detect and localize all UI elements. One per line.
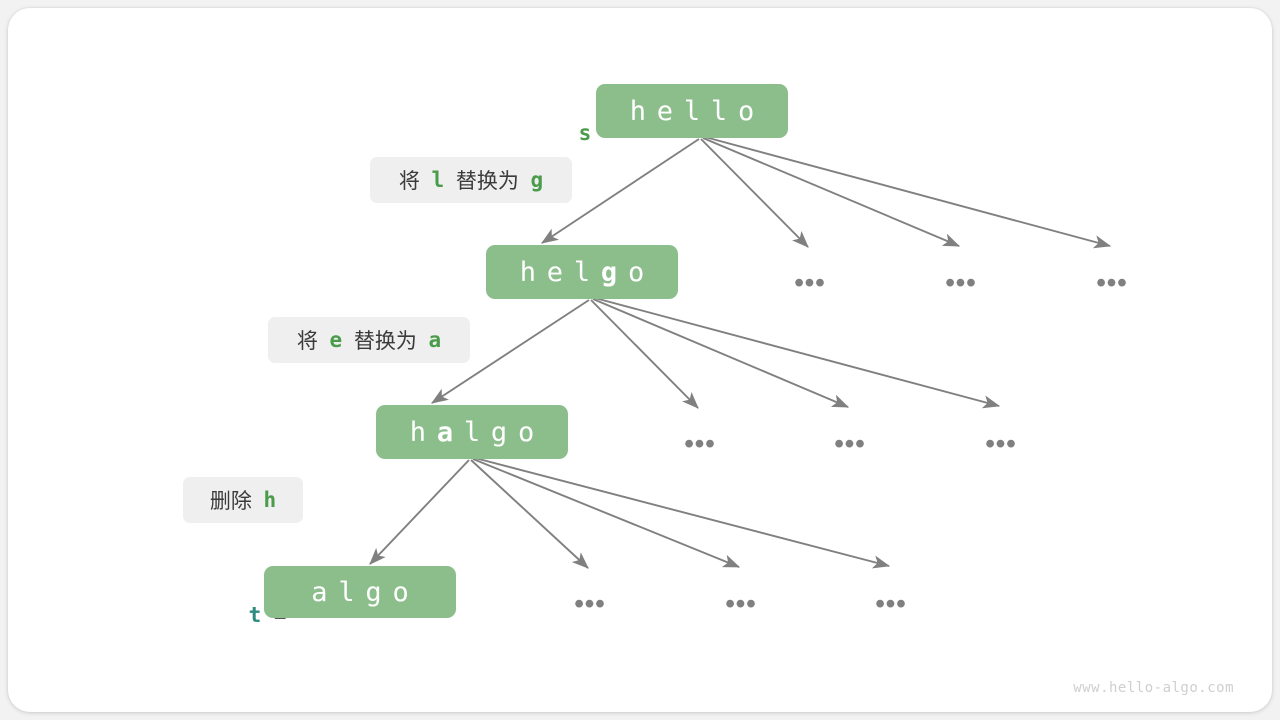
ellipsis-row2-1: ••• bbox=[684, 428, 716, 459]
ellipsis-row1-3: ••• bbox=[1096, 267, 1128, 298]
operation-caption-delete-h: 删除 h bbox=[183, 477, 303, 523]
string-node-halgo: halgo bbox=[376, 405, 568, 459]
node-text-prefix: hel bbox=[519, 256, 601, 288]
ellipsis-row1-1: ••• bbox=[794, 267, 826, 298]
string-node-algo: algo bbox=[264, 566, 456, 618]
ellipsis-row3-3: ••• bbox=[875, 588, 907, 619]
ellipsis-row3-1: ••• bbox=[574, 588, 606, 619]
ellipsis-row1-2: ••• bbox=[945, 267, 977, 298]
node-text-prefix: h bbox=[409, 416, 437, 448]
operation-caption-replace-e-with-a: 将 e 替换为 a bbox=[268, 317, 470, 363]
node-text-highlight: a bbox=[436, 416, 464, 448]
caption-space-2 bbox=[444, 168, 456, 192]
caption-space-2 bbox=[342, 328, 354, 352]
caption-char-to: g bbox=[530, 168, 544, 192]
string-node-text: helgo bbox=[509, 257, 655, 288]
node-text-suffix: algo bbox=[311, 576, 420, 608]
node-text-suffix: lgo bbox=[463, 416, 546, 448]
caption-lead: 删除 bbox=[209, 490, 252, 513]
ellipsis-row3-2: ••• bbox=[725, 588, 757, 619]
caption-middle: 替换为 bbox=[353, 330, 417, 353]
caption-char-from: l bbox=[431, 168, 445, 192]
caption-space-1 bbox=[318, 328, 330, 352]
caption-char-to: a bbox=[428, 328, 442, 352]
var-name-s: s bbox=[578, 121, 592, 145]
ellipsis-row2-3: ••• bbox=[985, 428, 1017, 459]
caption-space-3 bbox=[519, 168, 531, 192]
node-text-suffix: hello bbox=[629, 95, 766, 127]
caption-lead: 将 bbox=[296, 330, 318, 353]
string-node-text: halgo bbox=[399, 417, 545, 448]
caption-char-from: h bbox=[263, 488, 277, 512]
ellipsis-row2-2: ••• bbox=[834, 428, 866, 459]
watermark: www.hello-algo.com bbox=[1073, 680, 1234, 696]
caption-space-1 bbox=[420, 168, 432, 192]
caption-char-from: e bbox=[329, 328, 343, 352]
caption-space-1 bbox=[252, 488, 264, 512]
node-text-suffix: o bbox=[627, 256, 656, 288]
caption-middle: 替换为 bbox=[455, 170, 519, 193]
caption-space-3 bbox=[417, 328, 429, 352]
var-name-t: t bbox=[248, 603, 262, 627]
operation-caption-replace-l-with-g: 将 l 替换为 g bbox=[370, 157, 572, 203]
caption-lead: 将 bbox=[398, 170, 420, 193]
string-node-helgo: helgo bbox=[486, 245, 678, 299]
node-text-highlight: g bbox=[600, 256, 628, 288]
string-node-text: hello bbox=[619, 96, 765, 127]
string-node-text: algo bbox=[300, 577, 419, 608]
string-node-hello: hello bbox=[596, 84, 788, 138]
